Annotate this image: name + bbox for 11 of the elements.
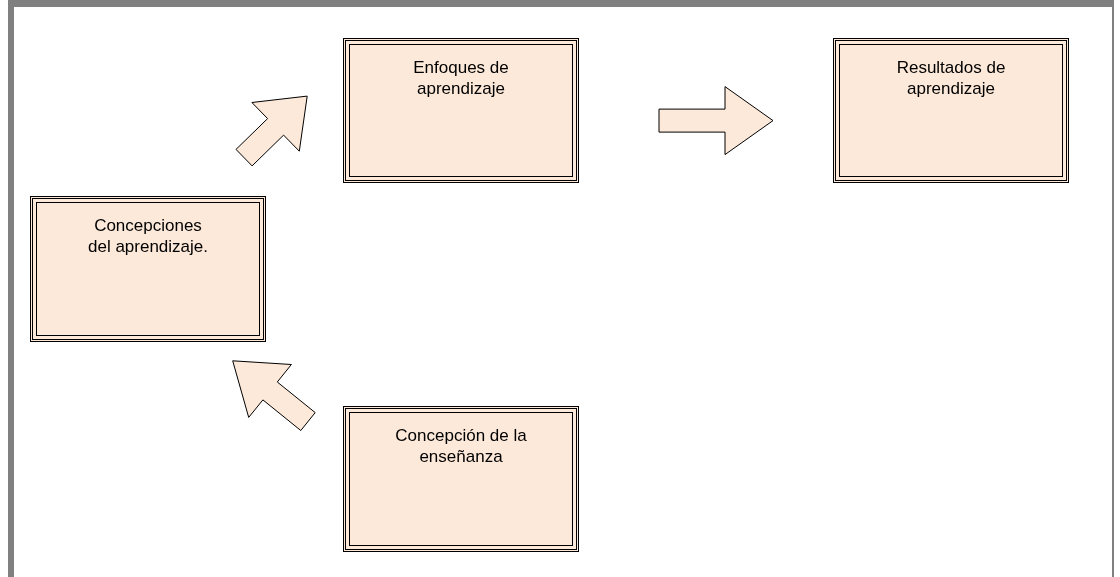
box-label: Concepciones del aprendizaje. [87, 215, 209, 257]
box-label: Resultados de aprendizaje [895, 57, 1007, 99]
block-arrow [232, 360, 316, 431]
box-label: Concepción de la enseñanza [394, 425, 528, 467]
process-box [343, 38, 579, 183]
process-box [343, 406, 579, 552]
block-arrow [658, 86, 774, 156]
process-box [833, 38, 1069, 183]
process-box [30, 196, 266, 342]
box-label: Enfoques de aprendizaje [412, 57, 510, 99]
block-arrow [235, 95, 308, 167]
